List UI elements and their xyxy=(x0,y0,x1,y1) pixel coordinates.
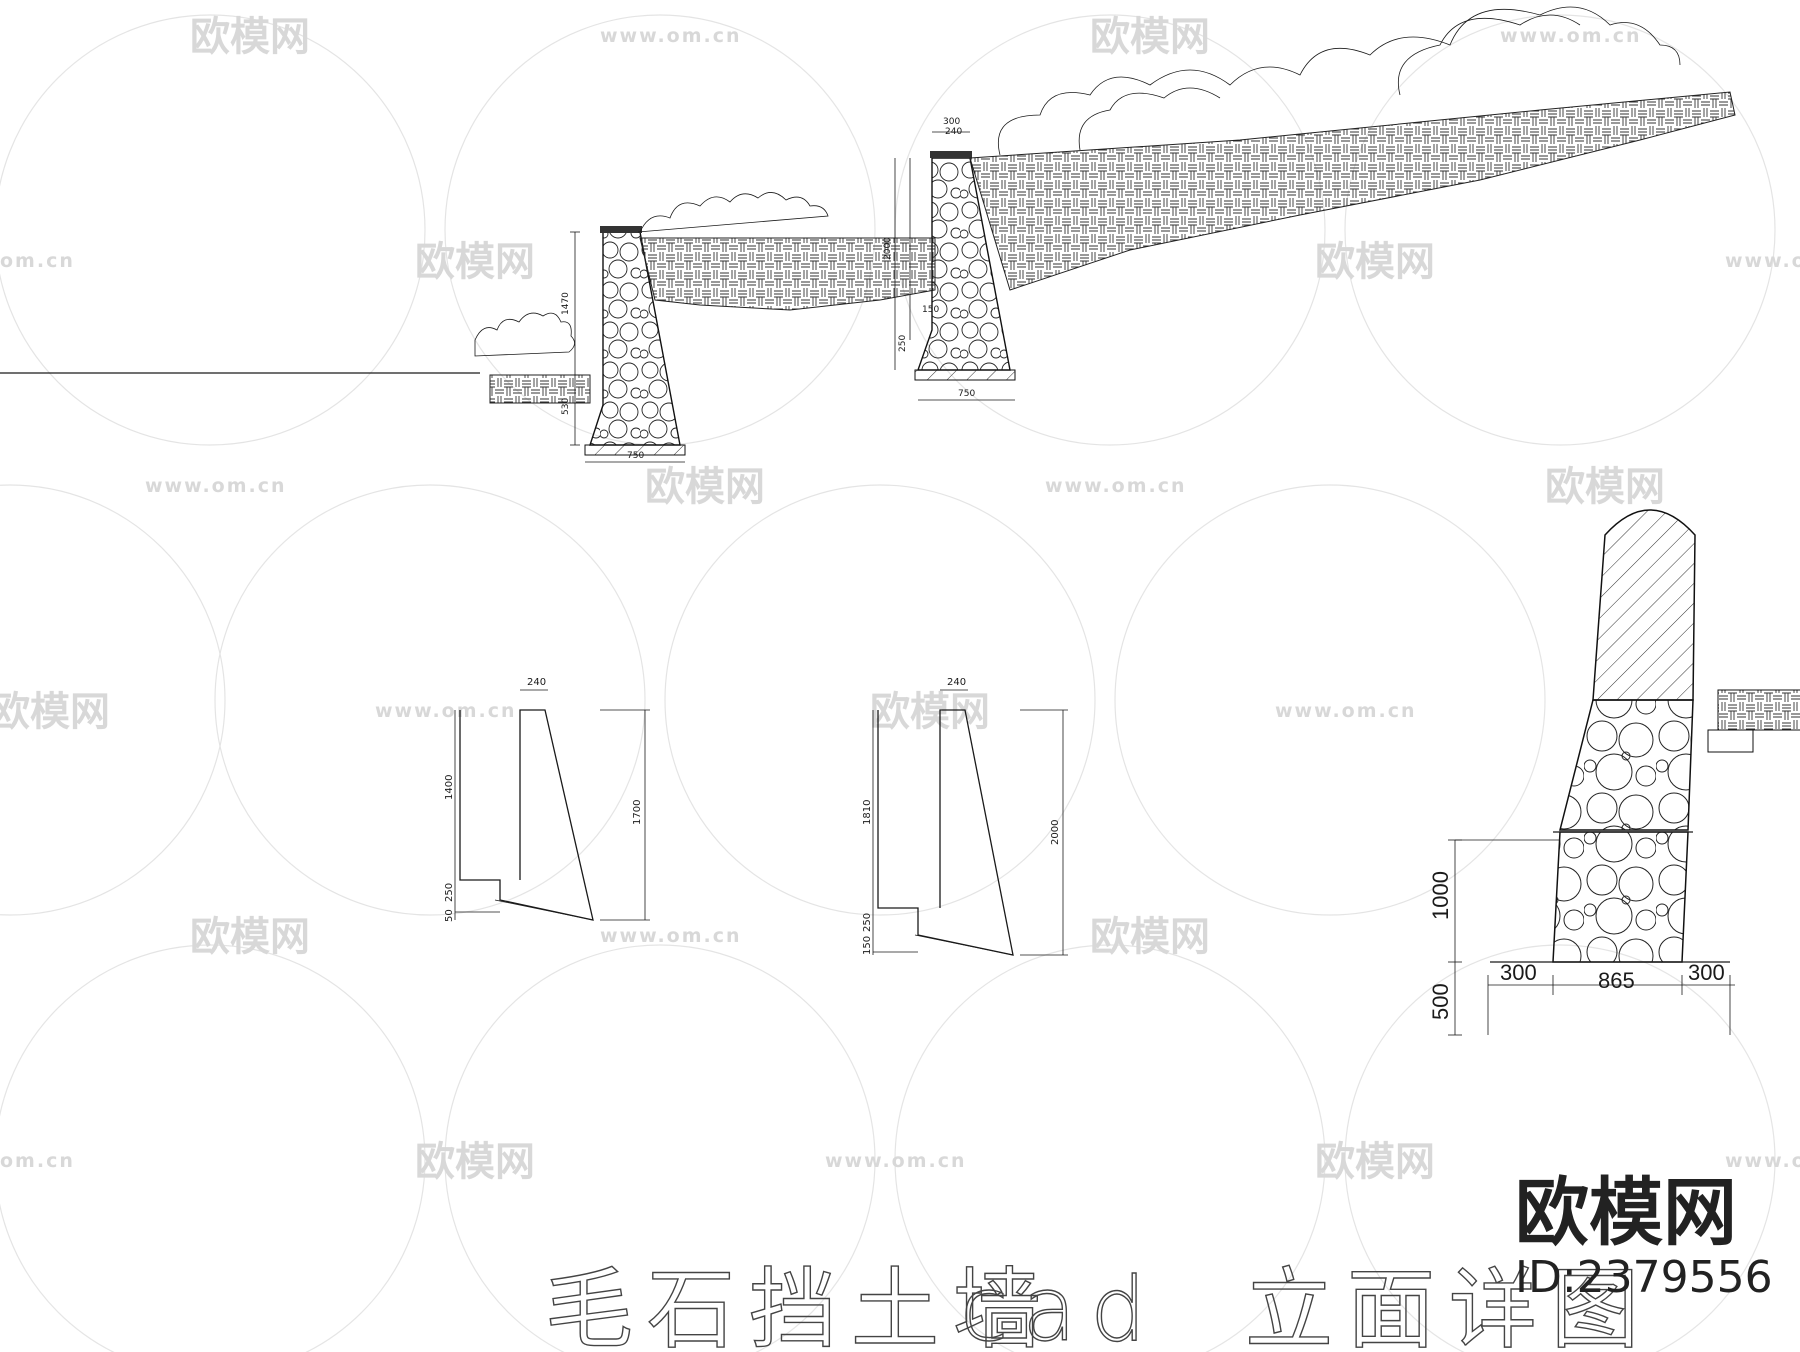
watermark-url: www.om.cn xyxy=(600,25,742,47)
watermark-logo: 欧模网 xyxy=(1315,1139,1435,1185)
lower-terrace-hatch xyxy=(489,374,591,404)
pillar-upper-stones xyxy=(1559,699,1694,831)
watermark-logo: 欧模网 xyxy=(415,1139,535,1185)
tree-canopy-outline xyxy=(1398,14,1581,96)
pillar-lower-stones xyxy=(1552,831,1689,963)
profile-a-total-height: 1700 xyxy=(632,800,643,825)
pillar-height-upper: 1000 xyxy=(1428,871,1453,920)
wall1-base-label: 750 xyxy=(627,451,644,461)
wall1-dimensions: 1470 530 750 xyxy=(561,231,685,463)
profile-a-top-width: 240 xyxy=(527,677,546,688)
shrub-outline xyxy=(637,192,829,233)
watermark-logo: 欧模网 xyxy=(190,14,310,60)
profile-b-left-height: 1810 xyxy=(862,800,873,825)
tree-canopy-outline xyxy=(1078,87,1221,151)
wall-profile-b: 240 1810 250 150 2000 xyxy=(862,677,1068,956)
pillar-width-center: 865 xyxy=(1598,968,1635,993)
brand-block: 欧模网 ID:2379556 xyxy=(1515,1170,1773,1303)
wall2-dimensions: 300 240 2000 150 250 750 xyxy=(883,117,1015,401)
pillar-cap-hatched xyxy=(1592,509,1696,701)
pillar-width-right: 300 xyxy=(1688,960,1725,985)
wall2-cap-label: 240 xyxy=(945,127,962,137)
wall1-height-label: 1470 xyxy=(561,292,571,315)
watermark-logo: 欧模网 xyxy=(0,689,110,735)
brand-id: ID:2379556 xyxy=(1515,1252,1773,1303)
watermark-url: www.om.cn xyxy=(145,475,287,497)
watermark-logo: 欧模网 xyxy=(1315,239,1435,285)
attached-deck-hatch xyxy=(1717,689,1800,731)
wall2-top-label: 300 xyxy=(943,117,960,127)
wall1-cap xyxy=(600,226,642,233)
profile-b-total-height: 2000 xyxy=(1050,820,1061,845)
watermark-logo: 欧模网 xyxy=(645,464,765,510)
deck-support xyxy=(1707,729,1754,753)
watermark-logo: 欧模网 xyxy=(190,914,310,960)
wall2-base-label: 750 xyxy=(958,389,975,399)
profile-b-base: 150 xyxy=(862,936,873,955)
watermark-logo: 欧模网 xyxy=(1545,464,1665,510)
watermark-logo: 欧模网 xyxy=(1090,914,1210,960)
profile-a-left-height: 1400 xyxy=(444,775,455,800)
profile-b-footing: 250 xyxy=(862,913,873,932)
tree-canopy-outline xyxy=(998,6,1681,156)
wall2-height-label: 2000 xyxy=(883,237,893,260)
drawing-title: 毛石挡土墙 cad 立面详图 xyxy=(544,1257,1653,1352)
watermark-urls: www.om.cn www.om.cn om.cn www.om.cn www.… xyxy=(0,25,1800,1172)
top-section-elevation: 1470 530 750 300 240 2000 150 250 750 xyxy=(0,6,1736,463)
wall2-step-label: 150 xyxy=(922,305,939,315)
watermark-url: www.om.cn xyxy=(1725,250,1800,272)
watermark-logos: 欧模网 欧模网 欧模网 欧模网 欧模网 欧模网 欧模网 欧模网 欧模网 欧模网 … xyxy=(0,14,1665,1185)
watermark-url: www.om.cn xyxy=(375,700,517,722)
watermark-logo: 欧模网 xyxy=(1090,14,1210,60)
watermark-url: www.om.cn xyxy=(1045,475,1187,497)
wall2-cap xyxy=(930,151,972,158)
title-detail: 立面详图 xyxy=(1245,1258,1653,1352)
wall1-footing-label: 530 xyxy=(561,398,571,415)
shrub-outline xyxy=(474,312,575,357)
pillar-width-left: 300 xyxy=(1500,960,1537,985)
watermark-url: www.om.cn xyxy=(825,1150,967,1172)
watermark-url: www.om.cn xyxy=(1725,1150,1800,1172)
watermark-url: www.om.cn xyxy=(1275,700,1417,722)
pillar-height-lower: 500 xyxy=(1428,983,1453,1020)
wall1-footing xyxy=(584,444,686,456)
watermark-url: om.cn xyxy=(0,250,75,272)
pillar-detail-section: 1000 500 300 865 300 xyxy=(1428,509,1800,1036)
title-cad: cad xyxy=(960,1258,1160,1352)
title-wall-type: 毛石挡土墙 xyxy=(545,1258,1055,1352)
watermark-url: www.om.cn xyxy=(1500,25,1642,47)
profile-b-top-width: 240 xyxy=(947,677,966,688)
wall2-footing xyxy=(914,369,1016,381)
watermark-layer: 欧模网 欧模网 欧模网 欧模网 欧模网 欧模网 欧模网 欧模网 欧模网 欧模网 … xyxy=(0,14,1800,1352)
watermark-url: om.cn xyxy=(0,1150,75,1172)
brand-name: 欧模网 xyxy=(1515,1170,1737,1256)
profile-a-footing: 250 xyxy=(444,883,455,902)
upper-slope-hatch xyxy=(969,91,1736,291)
watermark-url: www.om.cn xyxy=(600,925,742,947)
watermark-logo: 欧模网 xyxy=(415,239,535,285)
wall-profile-a: 240 1400 250 50 1700 xyxy=(444,677,650,922)
profile-a-base: 50 xyxy=(444,909,455,922)
wall2-footing-label: 250 xyxy=(898,335,908,352)
watermark-logo: 欧模网 xyxy=(870,689,990,735)
